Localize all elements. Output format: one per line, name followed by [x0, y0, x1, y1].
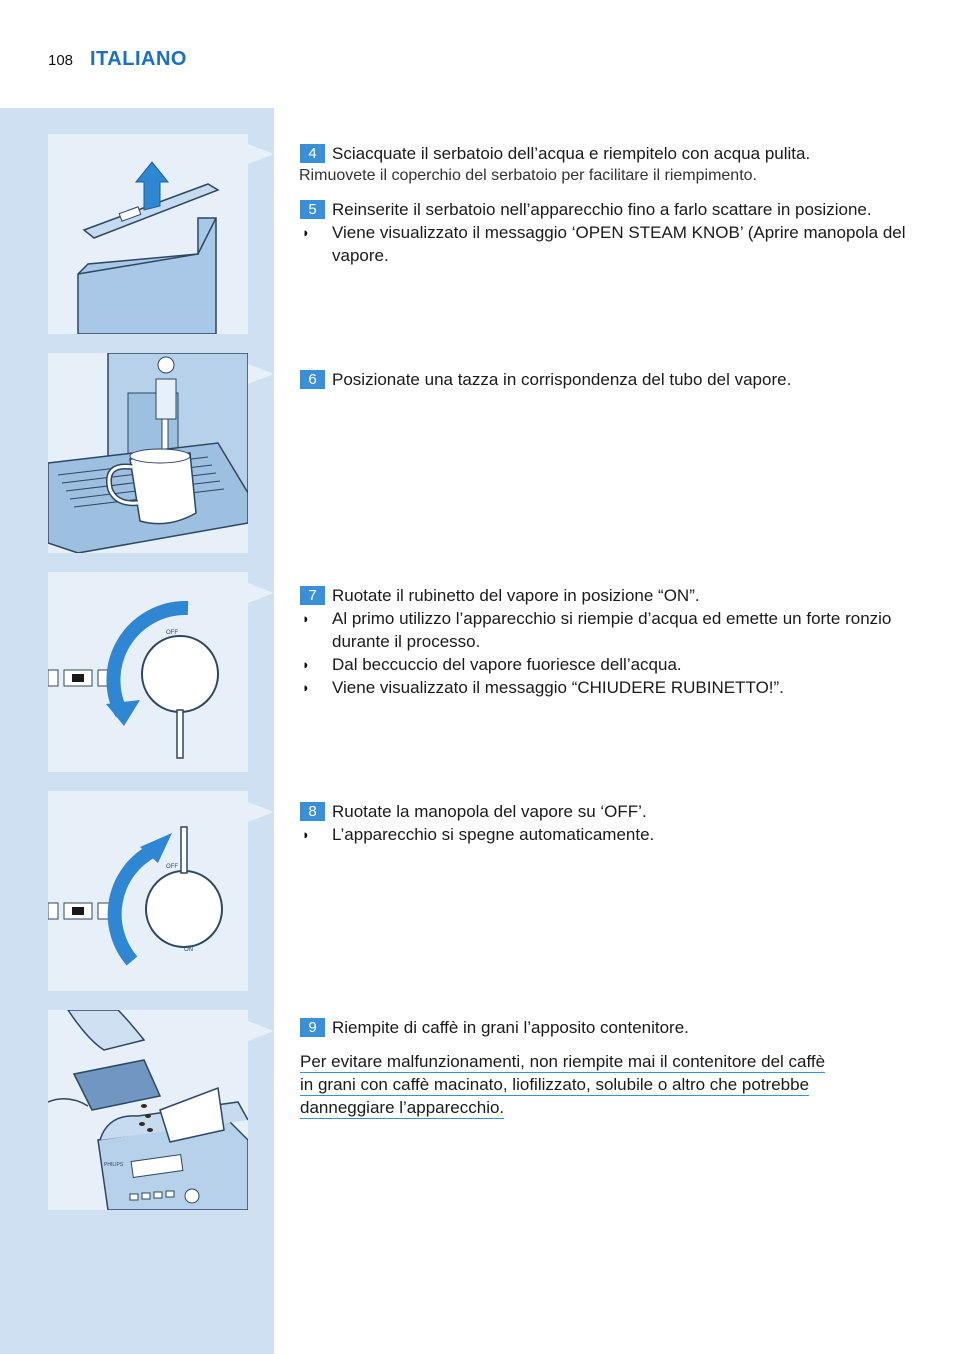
illustration-knob-off: OFF ON: [48, 791, 248, 991]
step-7: 7 Ruotate il rubinetto del vapore in pos…: [300, 584, 910, 699]
bullet-text: L’apparecchio si spegne automaticamente.: [332, 825, 655, 844]
step-6: 6 Posizionate una tazza in corrispondenz…: [300, 368, 910, 391]
illustration-pointer: [248, 583, 274, 603]
illustration-pointer: [248, 1021, 274, 1041]
step-text: Riempite di caffè in grani l’apposito co…: [332, 1018, 689, 1037]
page-number: 108: [48, 52, 74, 69]
step-number: 8: [300, 802, 325, 821]
illustration-pointer: [248, 802, 274, 822]
illustration-pointer: [248, 144, 274, 164]
bullet-icon: ◗: [302, 611, 310, 626]
step-text: Posizionate una tazza in corrispondenza …: [332, 370, 792, 389]
knob-off-label: OFF: [166, 630, 178, 636]
step-bullet: ◗ Dal beccuccio del vapore fuoriesce del…: [300, 653, 910, 676]
warning-line: Per evitare malfunzionamenti, non riempi…: [300, 1052, 826, 1073]
step-number: 7: [300, 586, 325, 605]
warning-line: danneggiare l’apparecchio.: [300, 1098, 505, 1119]
step-note: Rimuovete il coperchio del serbatoio per…: [299, 167, 757, 184]
bullet-text: Viene visualizzato il messaggio “CHIUDER…: [332, 678, 784, 697]
step-text: Ruotate il rubinetto del vapore in posiz…: [332, 586, 700, 605]
step-number: 9: [300, 1018, 325, 1037]
illustration-pointer: [248, 364, 274, 384]
step-bullet: ◗ Al primo utilizzo l’apparecchio si rie…: [300, 607, 910, 653]
bullet-icon: ◗: [302, 827, 310, 842]
bullet-text: Dal beccuccio del vapore fuoriesce dell’…: [332, 655, 682, 674]
illustration-cup: [48, 353, 248, 553]
knob-off-label: OFF: [166, 864, 178, 870]
step-text: Reinserite il serbatoio nell’apparecchio…: [332, 200, 872, 219]
bullet-icon: ◗: [302, 225, 310, 240]
step-4: 4 Sciacquate il serbatoio dell’acqua e r…: [299, 142, 910, 187]
step-text: Ruotate la manopola del vapore su ‘OFF’.: [332, 802, 647, 821]
step-bullet: ◗ Viene visualizzato il messaggio ‘OPEN …: [300, 221, 910, 267]
warning-line: in grani con caffè macinato, liofilizzat…: [300, 1075, 810, 1096]
bullet-text: Al primo utilizzo l’apparecchio si riemp…: [332, 609, 892, 651]
illustration-water-tank: [48, 134, 248, 334]
step-bullet: ◗ Viene visualizzato il messaggio “CHIUD…: [300, 676, 910, 699]
illustration-coffee-beans: PHILIPS: [48, 1010, 248, 1210]
bullet-icon: ◗: [302, 657, 310, 672]
brand-label: PHILIPS: [104, 1162, 124, 1168]
step-8: 8 Ruotate la manopola del vapore su ‘OFF…: [300, 800, 910, 846]
step-number: 6: [300, 370, 325, 389]
illustration-knob-on: OFF: [48, 572, 248, 772]
step-text: Sciacquate il serbatoio dell’acqua e rie…: [332, 144, 811, 163]
step-number: 5: [300, 200, 325, 219]
step-5: 5 Reinserite il serbatoio nell’apparecch…: [300, 198, 910, 267]
step-9: 9 Riempite di caffè in grani l’apposito …: [300, 1016, 910, 1039]
knob-on-label: ON: [184, 947, 193, 953]
language-title: ITALIANO: [90, 48, 187, 70]
bullet-icon: ◗: [302, 680, 310, 695]
bullet-text: Viene visualizzato il messaggio ‘OPEN ST…: [332, 223, 906, 265]
step-bullet: ◗ L’apparecchio si spegne automaticament…: [300, 823, 910, 846]
warning-note: Per evitare malfunzionamenti, non riempi…: [300, 1050, 900, 1119]
step-number: 4: [300, 144, 325, 163]
